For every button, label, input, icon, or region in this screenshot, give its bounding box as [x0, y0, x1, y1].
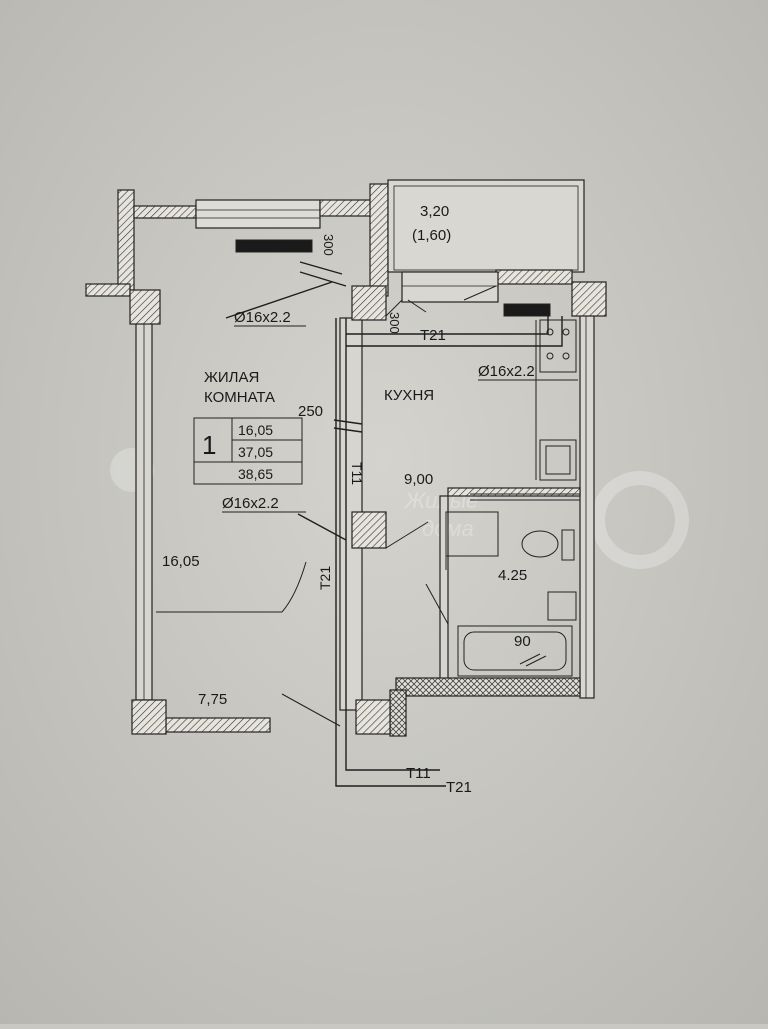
- summary-room-count: 1: [202, 430, 216, 460]
- pipe-t11: [345, 318, 440, 771]
- wall-left-upper: [117, 189, 135, 291]
- summary-total-with-balcony: 38,65: [238, 466, 273, 482]
- pipe-label-3: Ø16x2.2: [222, 495, 279, 512]
- wall-bottom-left: [165, 717, 271, 733]
- living-room-area: 16,05: [162, 553, 200, 570]
- bathroom-area: 4.25: [498, 567, 527, 584]
- pipe-living-1: [299, 261, 343, 275]
- door-leaf-wc: [425, 583, 449, 625]
- kitchen-sink: [539, 439, 577, 481]
- wall-kitchen-top: [495, 269, 573, 285]
- wall-top-right: [319, 199, 377, 217]
- pipe-label-1: Ø16x2.2: [234, 309, 291, 326]
- dim-250: 250: [298, 403, 323, 420]
- column-3: [571, 281, 607, 317]
- toilet: [521, 530, 559, 558]
- column-2: [351, 285, 387, 321]
- bathtub-width: 90: [514, 633, 531, 650]
- balcony-area: 3,20: [420, 203, 449, 220]
- wall-bath-top: [447, 487, 581, 497]
- radiator-kitchen: [503, 303, 551, 317]
- bathtub: [457, 625, 573, 677]
- wall-bath-bottom: [395, 677, 581, 697]
- fixtures: [156, 239, 580, 727]
- pipes: [225, 261, 563, 787]
- balcony-outline: [387, 179, 585, 273]
- bath-sink: [547, 591, 577, 621]
- wall-shaft: [369, 183, 389, 297]
- summary-total-area: 37,05: [238, 444, 273, 460]
- column-4: [351, 511, 387, 549]
- pipe-t21: [335, 318, 446, 787]
- wall-bath-left: [439, 495, 449, 681]
- labels: 3,20 (1,60) ЖИЛАЯ КОМНАТА 16,05 КУХНЯ 9,…: [162, 203, 578, 796]
- door-leaf-bath: [385, 521, 429, 549]
- kitchen-window: [401, 271, 499, 303]
- wall-hall-right: [389, 689, 407, 737]
- area-summary-table: 1 16,05 37,05 38,65: [193, 417, 303, 485]
- column-5: [131, 699, 167, 735]
- kitchen-name: КУХНЯ: [384, 387, 434, 404]
- balcony-area-reduced: (1,60): [412, 227, 451, 244]
- column-6: [355, 699, 391, 735]
- pipe-label-2: Ø16x2.2: [478, 363, 535, 380]
- riser-t21-top: T21: [420, 327, 446, 344]
- riser-t11-bottom: T11: [406, 765, 431, 782]
- riser-t11-vertical: T11: [349, 462, 365, 485]
- radiator-living: [235, 239, 313, 253]
- kitchen-area: 9,00: [404, 471, 433, 488]
- column-1: [129, 289, 161, 325]
- dim-300-top: 300: [321, 234, 336, 256]
- wall-stub-left: [85, 283, 131, 297]
- dim-300-kitchen: 300: [387, 312, 402, 334]
- pipe-kitchen-1: [346, 316, 549, 335]
- riser-t21-vertical: T21: [317, 566, 333, 590]
- pipe-kitchen-2: [346, 316, 563, 347]
- living-room-name-1: ЖИЛАЯ: [204, 369, 259, 386]
- summary-living-area: 16,05: [238, 422, 273, 438]
- riser-t21-bottom: T21: [446, 779, 472, 796]
- window-top: [195, 199, 321, 229]
- wall-right: [579, 299, 595, 699]
- hall-area: 7,75: [198, 691, 227, 708]
- wall-top-left: [133, 205, 197, 219]
- living-room-name-2: КОМНАТА: [204, 389, 275, 406]
